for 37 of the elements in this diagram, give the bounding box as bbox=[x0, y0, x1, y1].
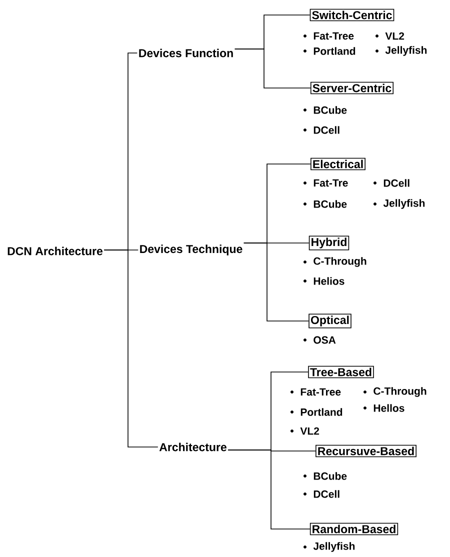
list-item: BCube bbox=[304, 472, 347, 480]
list-item: Jellyfish bbox=[374, 199, 425, 209]
list-item: VL2 bbox=[376, 32, 404, 40]
list-item: VL2 bbox=[290, 427, 320, 435]
branch-label: Devices Function bbox=[139, 48, 233, 58]
connector-line bbox=[228, 450, 310, 530]
connector-line bbox=[243, 242, 310, 322]
category-box: Switch-Centric bbox=[310, 8, 394, 22]
list-item: DCell bbox=[304, 126, 340, 134]
list-item: Portland bbox=[304, 47, 356, 55]
list-item: DCell bbox=[304, 490, 340, 498]
list-item: BCube bbox=[304, 106, 347, 114]
category-box: Optical bbox=[308, 314, 352, 328]
connector-line bbox=[234, 48, 311, 88]
list-item: BCube bbox=[304, 200, 347, 208]
list-item: DCell bbox=[374, 179, 410, 187]
category-box: Hybrid bbox=[308, 236, 350, 250]
branch-label: DCN Architecture bbox=[8, 246, 103, 256]
list-item: C-Through bbox=[364, 387, 426, 397]
list-item: OSA bbox=[304, 336, 336, 344]
category-box: Tree-Based bbox=[308, 366, 374, 378]
branch-label: Devices Technique bbox=[140, 244, 242, 256]
connector-line bbox=[104, 250, 158, 448]
list-item: C-Through bbox=[304, 257, 366, 267]
list-item: Jellyfish bbox=[376, 46, 427, 56]
category-box: Electrical bbox=[310, 158, 366, 170]
list-item: Fat-Tree bbox=[290, 388, 341, 396]
list-item: Jellyfish bbox=[304, 542, 355, 552]
list-item: Hellos bbox=[364, 404, 404, 412]
list-item: Portland bbox=[290, 408, 342, 416]
list-item: Fat-Tre bbox=[304, 179, 348, 187]
branch-label: Architecture bbox=[159, 442, 226, 452]
category-box: Random-Based bbox=[310, 522, 398, 536]
list-item: Fat-Tree bbox=[304, 32, 354, 40]
list-item: Helios bbox=[304, 277, 344, 285]
category-box: Recursuve-Based bbox=[316, 444, 416, 458]
category-box: Server-Centric bbox=[310, 82, 394, 94]
